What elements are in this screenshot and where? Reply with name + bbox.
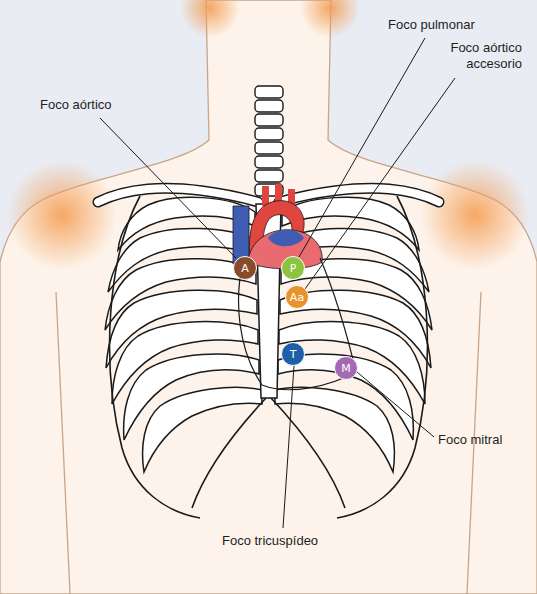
rib-cage [98,188,439,518]
body-silhouette-part [300,0,360,38]
focus-label: Foco tricuspídeo [222,533,372,549]
auscultation-focus: P [281,256,305,280]
focus-letter: T [290,349,297,360]
trachea-part [255,86,283,98]
focus-letter: P [290,263,297,274]
auscultation-focus: A [233,256,257,280]
focus-label: Foco mitral [438,432,533,448]
focus-label: Foco aórtico [40,97,180,113]
body-silhouette-part [420,160,530,270]
focus-label: Foco pulmonar [388,17,528,33]
auscultation-focus: Aa [285,285,309,309]
leader-lines-part [305,78,455,289]
focus-letter: M [341,363,351,374]
focus-label: Foco aórtico accesorio [422,40,522,72]
body-silhouette-part [180,0,240,38]
trachea-part [255,170,283,182]
trachea-part [255,114,283,126]
body-silhouette-part [7,160,117,270]
trachea-part [255,142,283,154]
focus-letter: Aa [290,292,304,303]
trachea-part [255,100,283,112]
leader-lines-part [357,372,434,437]
auscultation-focus: T [281,342,305,366]
leader-lines [100,38,455,528]
leader-lines-part [100,118,236,258]
trachea [255,86,283,196]
body-silhouette-part [56,292,70,594]
heart-part [268,230,304,247]
heart-part [262,186,269,206]
focus-letter: A [241,263,249,274]
rib-cage-part [98,188,266,518]
leader-lines-part [283,366,294,528]
trachea-part [255,156,283,168]
trachea-part [255,128,283,140]
auscultation-focus: M [334,356,358,380]
